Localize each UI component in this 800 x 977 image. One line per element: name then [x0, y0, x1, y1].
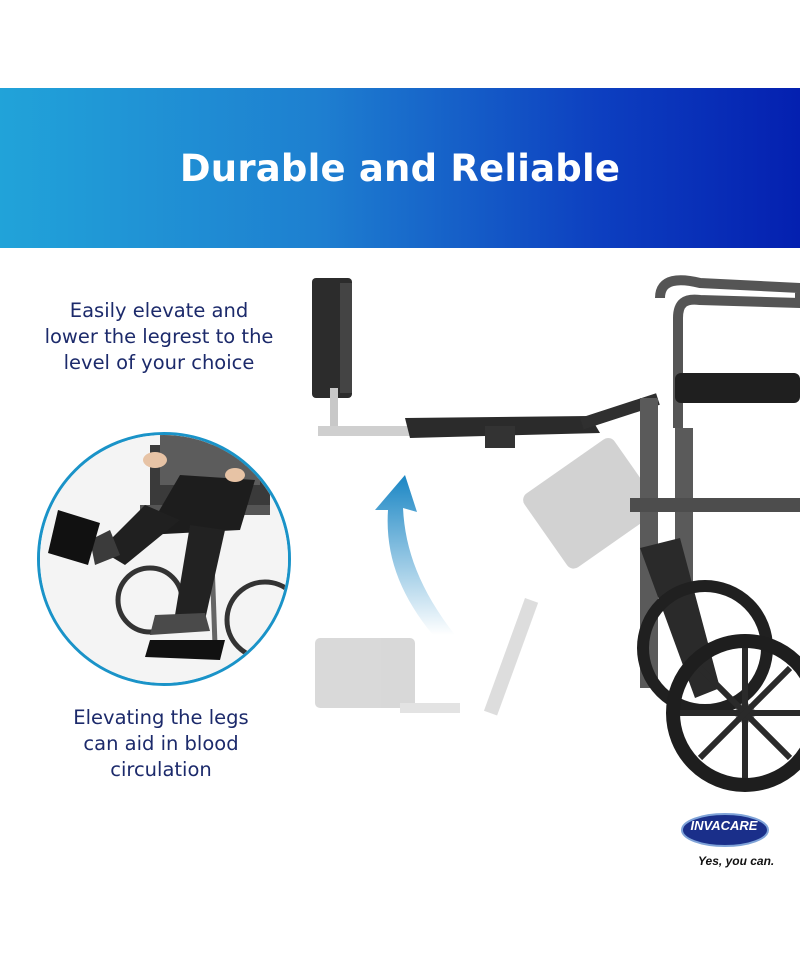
caption-elevate-legrest: Easily elevate and lower the legrest to … — [28, 298, 290, 376]
logo-brand: INVACARE — [690, 818, 758, 833]
caption-line: circulation — [110, 758, 212, 781]
caption-line: level of your choice — [63, 351, 255, 374]
seated-person-photo — [40, 435, 288, 683]
caption-line: can aid in blood — [83, 732, 239, 755]
header-banner: Durable and Reliable — [0, 88, 800, 248]
banner-title: Durable and Reliable — [179, 146, 621, 190]
caption-line: lower the legrest to the — [44, 325, 274, 348]
invacare-logo: INVACARE Yes, you can. — [680, 808, 776, 878]
caption-circulation: Elevating the legs can aid in blood circ… — [30, 705, 292, 783]
caption-line: Elevating the legs — [73, 706, 249, 729]
wheelchair-legrest-photo — [312, 275, 800, 792]
logo-oval — [681, 813, 769, 847]
logo-tagline: Yes, you can. — [698, 854, 775, 868]
caption-line: Easily elevate and — [69, 299, 249, 322]
up-arrow-icon — [375, 475, 455, 635]
inset-photo-circle — [37, 432, 291, 686]
